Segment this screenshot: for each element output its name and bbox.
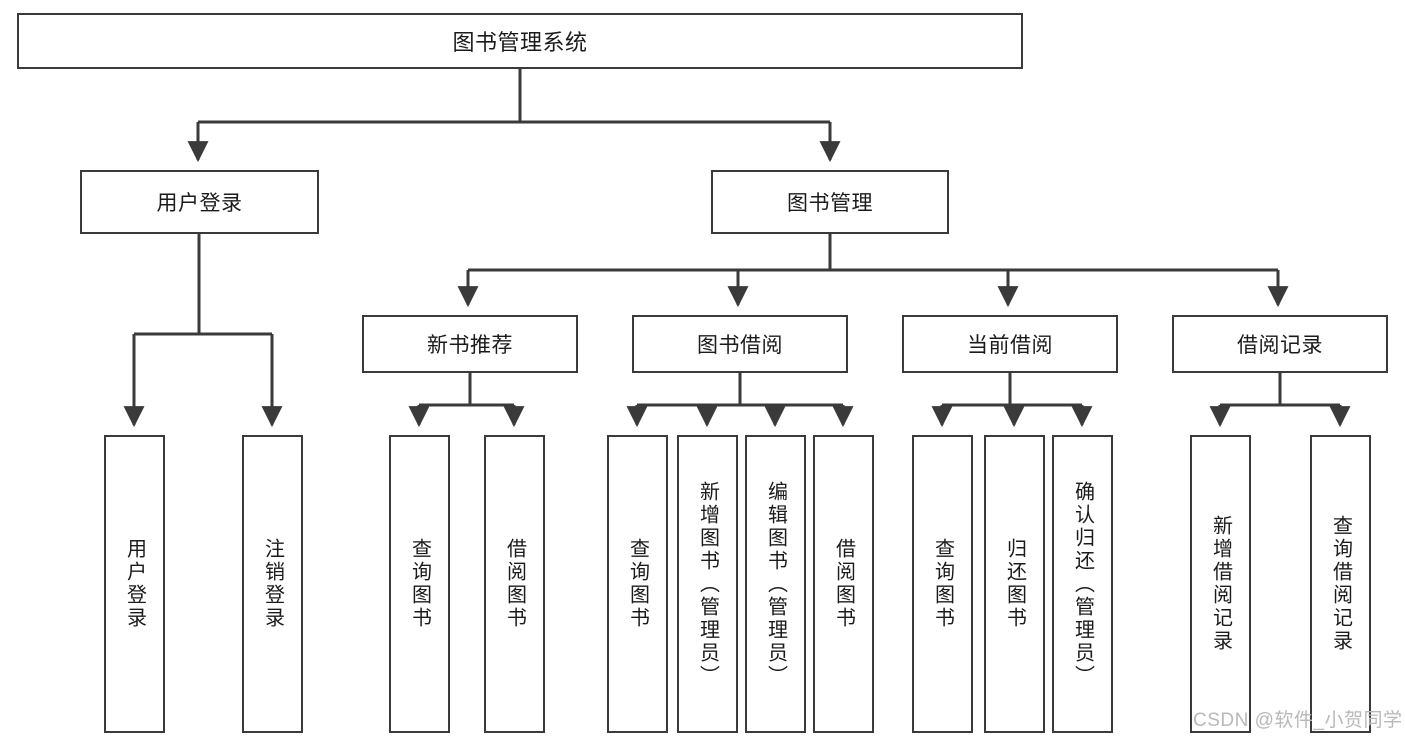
leaf-logout-label: 注销登录 (261, 538, 284, 630)
node-new-book-recommend[interactable]: 新书推荐 (362, 315, 578, 373)
leaf-confirm-return-admin[interactable]: 确认归还（管理员） (1052, 435, 1113, 733)
node-user-login[interactable]: 用户登录 (80, 170, 319, 234)
leaf-return-book[interactable]: 归还图书 (984, 435, 1045, 733)
node-book-borrow-label: 图书借阅 (697, 334, 783, 357)
node-book-management[interactable]: 图书管理 (711, 170, 949, 234)
node-borrow-record-label: 借阅记录 (1237, 334, 1323, 357)
leaf-query-book-recommend[interactable]: 查询图书 (389, 435, 450, 733)
node-root[interactable]: 图书管理系统 (17, 13, 1023, 69)
leaf-borrow-book-recommend-label: 借阅图书 (503, 538, 526, 630)
leaf-add-book-admin[interactable]: 新增图书（管理员） (677, 435, 738, 733)
node-current-borrow-label: 当前借阅 (967, 334, 1053, 357)
node-user-login-label: 用户登录 (156, 192, 243, 215)
leaf-edit-book-admin[interactable]: 编辑图书（管理员） (745, 435, 806, 733)
leaf-query-borrow-record[interactable]: 查询借阅记录 (1310, 435, 1371, 733)
leaf-add-borrow-record[interactable]: 新增借阅记录 (1190, 435, 1251, 733)
node-book-borrow[interactable]: 图书借阅 (632, 315, 848, 373)
node-book-management-label: 图书管理 (787, 192, 873, 215)
csdn-watermark: CSDN @软件_小贺同学 (1193, 710, 1403, 731)
leaf-return-book-label: 归还图书 (1003, 538, 1026, 630)
node-current-borrow[interactable]: 当前借阅 (902, 315, 1118, 373)
leaf-query-book-borrow-label: 查询图书 (626, 538, 649, 630)
leaf-query-book-recommend-label: 查询图书 (408, 538, 431, 630)
leaf-borrow-book[interactable]: 借阅图书 (813, 435, 874, 733)
node-new-book-recommend-label: 新书推荐 (427, 334, 513, 357)
leaf-query-borrow-record-label: 查询借阅记录 (1329, 515, 1352, 653)
leaf-edit-book-admin-label: 编辑图书（管理员） (764, 480, 787, 688)
node-borrow-record[interactable]: 借阅记录 (1172, 315, 1388, 373)
node-root-label: 图书管理系统 (452, 30, 588, 55)
leaf-query-book-current-label: 查询图书 (931, 538, 954, 630)
leaf-query-book-borrow[interactable]: 查询图书 (607, 435, 668, 733)
leaf-query-book-current[interactable]: 查询图书 (912, 435, 973, 733)
leaf-user-login[interactable]: 用户登录 (104, 435, 165, 733)
leaf-borrow-book-recommend[interactable]: 借阅图书 (484, 435, 545, 733)
leaf-confirm-return-admin-label: 确认归还（管理员） (1071, 480, 1094, 688)
leaf-borrow-book-label: 借阅图书 (832, 538, 855, 630)
leaf-add-borrow-record-label: 新增借阅记录 (1209, 515, 1232, 653)
leaf-add-book-admin-label: 新增图书（管理员） (696, 480, 719, 688)
leaf-user-login-label: 用户登录 (123, 538, 146, 630)
leaf-logout[interactable]: 注销登录 (242, 435, 303, 733)
